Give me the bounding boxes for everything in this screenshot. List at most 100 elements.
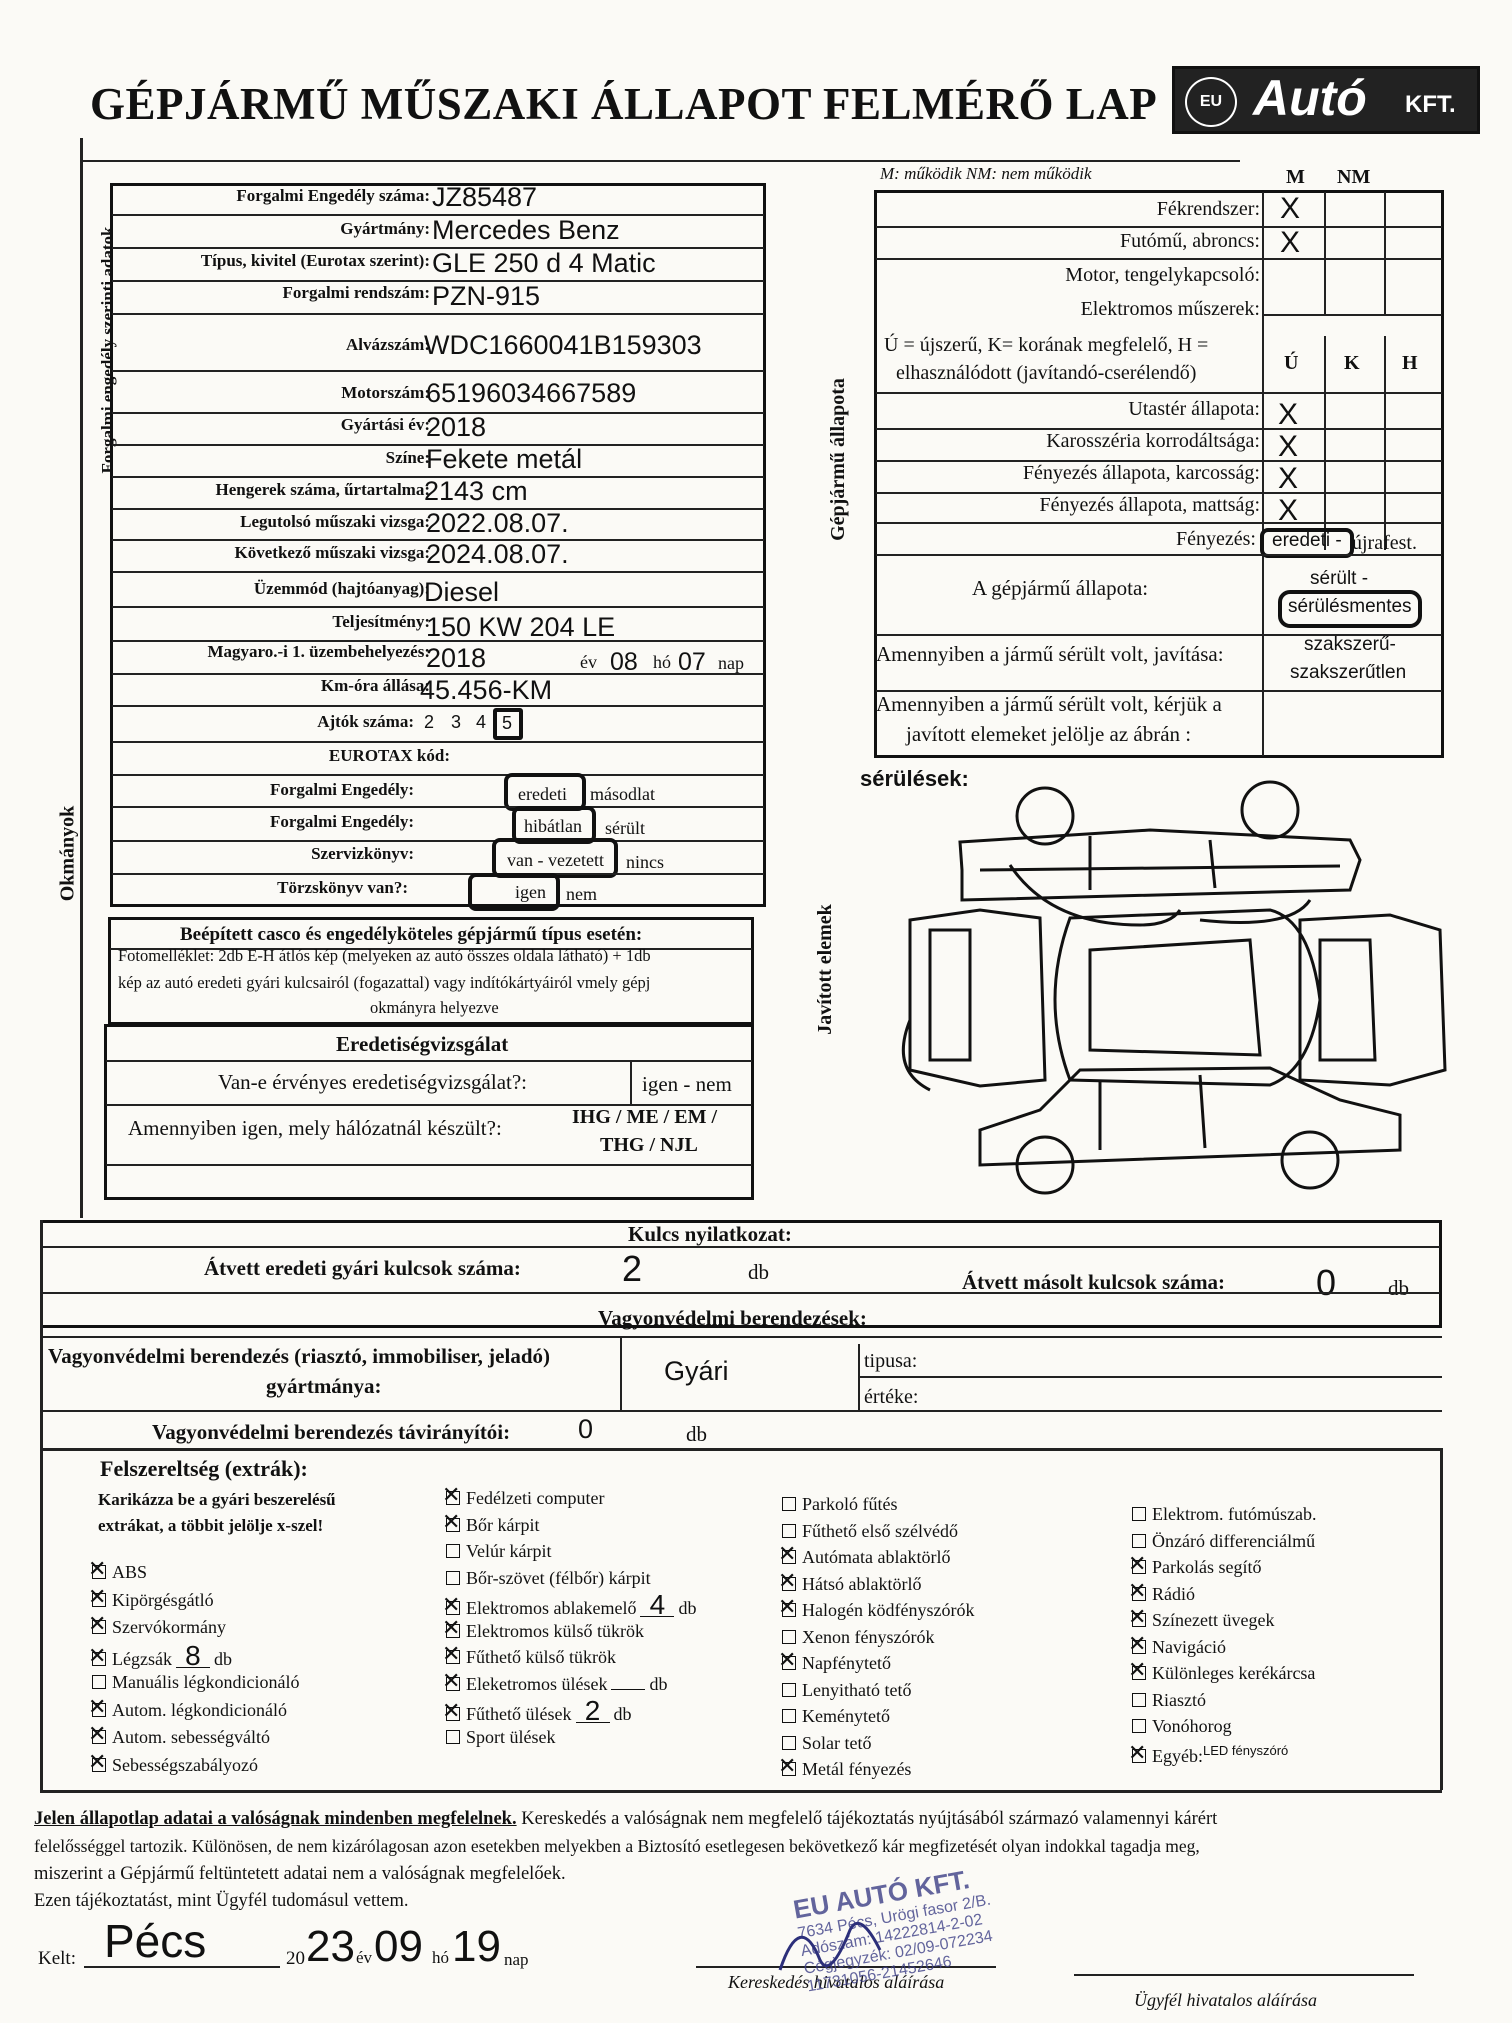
doc-4-option-a[interactable]: igen (515, 882, 546, 902)
checkbox-icon[interactable] (782, 1735, 796, 1750)
door-option-2[interactable]: 2 (424, 712, 435, 732)
checkbox-icon[interactable] (1132, 1719, 1146, 1733)
checkbox-icon[interactable] (1132, 1507, 1146, 1521)
keys-orig-value[interactable]: 2 (622, 1248, 643, 1289)
checkbox-icon[interactable] (1128, 1605, 1146, 1630)
checkbox-icon[interactable] (1128, 1579, 1146, 1604)
doc-1-option-a[interactable]: eredeti (518, 784, 567, 804)
checkbox-icon[interactable] (442, 1642, 460, 1667)
car-diagram[interactable] (870, 770, 1470, 1220)
paint-option-b[interactable]: újrafest. (1352, 532, 1417, 554)
door-option-5[interactable]: 5 (502, 713, 513, 733)
extra-count[interactable]: 4 (640, 1591, 675, 1619)
checkbox-icon[interactable] (88, 1695, 106, 1720)
extra-item[interactable]: Elektromos külső tükrök (442, 1616, 644, 1642)
origin-answer-1[interactable]: igen - nem (642, 1072, 732, 1096)
extra-item[interactable]: ABS (88, 1557, 147, 1583)
extra-item[interactable]: Különleges kerékárcsa (1128, 1658, 1315, 1684)
checkbox-icon[interactable] (1128, 1552, 1146, 1577)
doc-4-option-b[interactable]: nem (566, 884, 597, 904)
extra-item[interactable]: Rádió (1128, 1579, 1195, 1605)
extra-item[interactable]: Riasztó (1132, 1690, 1206, 1711)
security-remote-value[interactable]: 0 (578, 1414, 594, 1444)
checkbox-icon[interactable] (778, 1754, 796, 1779)
origin-answer-2a[interactable]: IHG / ME / EM / (572, 1106, 717, 1128)
sign-place[interactable]: Pécs (104, 1915, 207, 1967)
security-value[interactable]: Gyári (664, 1356, 729, 1386)
status-interior-mark[interactable]: X (1278, 398, 1299, 431)
checkbox-icon[interactable] (88, 1644, 106, 1669)
door-option-3[interactable]: 3 (451, 712, 462, 732)
status-scratches-mark[interactable]: X (1278, 462, 1299, 495)
checkbox-icon[interactable] (88, 1722, 106, 1747)
extra-item[interactable]: Sport ülések (446, 1727, 556, 1748)
extra-item[interactable]: Vonóhorog (1132, 1716, 1232, 1737)
checkbox-icon[interactable] (782, 1629, 796, 1644)
checkbox-icon[interactable] (446, 1570, 460, 1585)
checkbox-icon[interactable] (446, 1544, 460, 1558)
checkbox-icon[interactable] (442, 1616, 460, 1641)
checkbox-icon[interactable] (88, 1557, 106, 1582)
checkbox-icon[interactable] (446, 1729, 460, 1744)
extra-count[interactable] (611, 1688, 646, 1690)
extra-item[interactable]: Lenyitható tető (782, 1680, 911, 1701)
extra-item[interactable]: Bőr-szövet (félbőr) kárpit (446, 1568, 651, 1589)
checkbox-icon[interactable] (782, 1682, 796, 1697)
state-option-a[interactable]: sérült - (1310, 568, 1369, 589)
door-option-4[interactable]: 4 (476, 712, 487, 732)
checkbox-icon[interactable] (782, 1497, 796, 1511)
extra-item[interactable]: Autom. légkondicionáló (88, 1695, 287, 1721)
checkbox-icon[interactable] (88, 1585, 106, 1610)
extra-item[interactable]: Egyéb:LED fényszóró (1128, 1741, 1288, 1767)
extra-item[interactable]: Parkolás segítő (1128, 1552, 1262, 1578)
extra-count[interactable]: 2 (575, 1697, 610, 1725)
extra-item[interactable]: Bőr kárpit (442, 1510, 540, 1536)
checkbox-icon[interactable] (1128, 1632, 1146, 1657)
extra-item[interactable]: Elektrom. futómúszab. (1132, 1504, 1316, 1525)
checkbox-icon[interactable] (442, 1593, 460, 1618)
extra-item[interactable]: Manuális légkondicionáló (92, 1672, 299, 1693)
paint-option-a[interactable]: eredeti - (1272, 530, 1342, 551)
sign-day[interactable]: 19 (452, 1922, 501, 1971)
doc-3-option-b[interactable]: nincs (626, 852, 664, 872)
extra-item[interactable]: Kipörgésgátló (88, 1585, 214, 1611)
extra-item[interactable]: Fedélzeti computer (442, 1483, 604, 1509)
sign-month[interactable]: 09 (374, 1922, 423, 1971)
extra-item[interactable]: Színezett üvegek (1128, 1605, 1274, 1631)
extra-item[interactable]: Szervókormány (88, 1612, 226, 1638)
checkbox-icon[interactable] (1128, 1658, 1146, 1683)
status-mattness-mark[interactable]: X (1278, 494, 1299, 527)
checkbox-icon[interactable] (92, 1675, 106, 1689)
extra-item[interactable]: Metál fényezés (778, 1754, 911, 1780)
extra-item[interactable]: Fűthető külső tükrök (442, 1642, 616, 1668)
extra-item[interactable]: Autómata ablaktörlő (778, 1542, 950, 1568)
extra-item[interactable]: Halogén ködfényszórók (778, 1595, 974, 1621)
status-brakes-mark[interactable]: X (1280, 192, 1301, 225)
status-chassis-mark[interactable]: X (1280, 226, 1301, 259)
extra-item[interactable]: Xenon fényszórók (782, 1627, 934, 1648)
checkbox-icon[interactable] (778, 1569, 796, 1594)
checkbox-icon[interactable] (778, 1542, 796, 1567)
checkbox-icon[interactable] (778, 1648, 796, 1673)
checkbox-icon[interactable] (442, 1699, 460, 1724)
checkbox-icon[interactable] (1132, 1692, 1146, 1707)
extra-item[interactable]: Keménytető (782, 1706, 890, 1727)
extra-item[interactable]: Önzáró differenciálmű (1132, 1531, 1315, 1552)
checkbox-icon[interactable] (782, 1709, 796, 1723)
extra-item[interactable]: Sebességszabályozó (88, 1750, 258, 1776)
doc-1-option-b[interactable]: másodlat (590, 784, 655, 804)
extra-item[interactable]: Parkoló fűtés (782, 1494, 897, 1515)
origin-answer-2b[interactable]: THG / NJL (600, 1134, 698, 1156)
checkbox-icon[interactable] (442, 1483, 460, 1508)
checkbox-icon[interactable] (782, 1523, 796, 1538)
repair-option-b[interactable]: szakszerűtlen (1290, 662, 1407, 683)
sign-year[interactable]: 23 (306, 1922, 355, 1971)
doc-2-option-b[interactable]: sérült (605, 818, 645, 838)
extra-item[interactable]: Napfénytető (778, 1648, 891, 1674)
checkbox-icon[interactable] (1132, 1533, 1146, 1548)
checkbox-icon[interactable] (778, 1595, 796, 1620)
extra-item[interactable]: Fűthető első szélvédő (782, 1521, 958, 1542)
